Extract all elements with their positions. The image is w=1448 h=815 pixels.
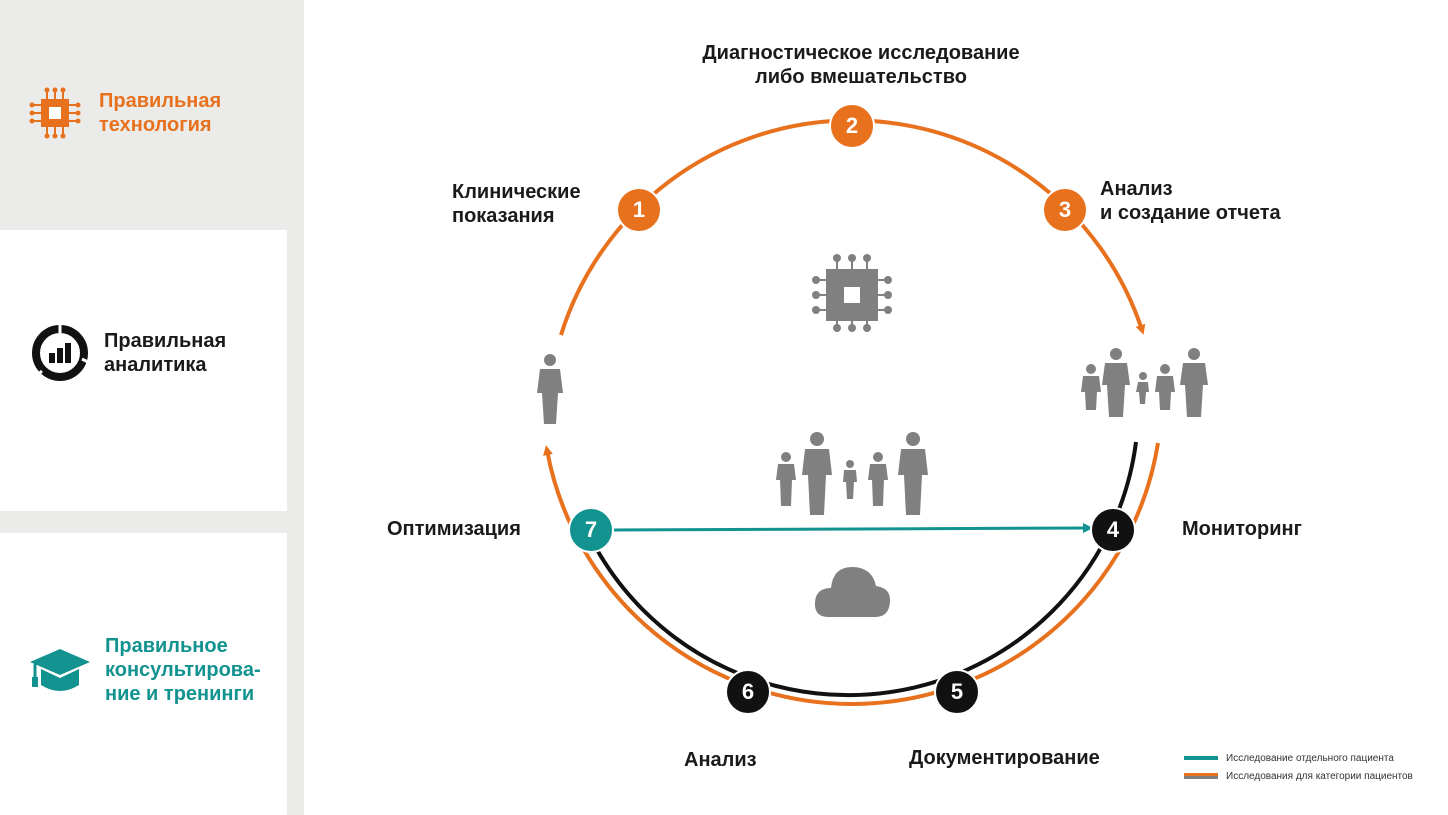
step-node-1: 1 xyxy=(616,187,662,233)
step-node-6: 6 xyxy=(725,669,771,715)
step-label-2: Диагностическое исследование либо вмешат… xyxy=(702,42,1020,88)
step-label-4: Мониторинг xyxy=(1182,518,1302,540)
legend-item-patient-category: Исследования для категории пациентов xyxy=(1184,767,1413,785)
single-patient-icon xyxy=(537,354,563,424)
sidebar-item-technology: Правильная технология xyxy=(29,87,221,139)
step-node-7: 7 xyxy=(568,507,614,553)
cycle-arc-inner xyxy=(594,441,1138,698)
step-label-1: Клинические показания xyxy=(452,181,581,227)
legend-label-patient-category: Исследования для категории пациентов xyxy=(1226,770,1413,782)
teal-arrow xyxy=(613,523,1093,534)
legend-item-single-patient: Исследование отдельного пациента xyxy=(1184,749,1413,767)
step-label-5: Документирование xyxy=(909,747,1100,769)
chip-icon xyxy=(812,254,892,332)
legend: Исследование отдельного пациента Исследо… xyxy=(1184,749,1413,785)
sidebar-item-consulting: Правильное консультирова- ние и тренинги xyxy=(29,634,261,706)
step-label-3: Анализ и создание отчета xyxy=(1100,178,1281,224)
sidebar-item-consulting-label: Правильное консультирова- ние и тренинги xyxy=(105,635,261,705)
step-node-3: 3 xyxy=(1042,187,1088,233)
step-label-6: Анализ xyxy=(684,749,757,771)
legend-swatch-teal xyxy=(1184,756,1218,760)
step-node-2: 2 xyxy=(829,103,875,149)
sidebar-item-analytics-label: Правильная аналитика xyxy=(104,330,227,376)
cloud-icon xyxy=(814,567,891,617)
step-label-7: Оптимизация xyxy=(387,518,521,540)
people-group-icon xyxy=(776,432,928,515)
chip-icon xyxy=(29,87,81,139)
analytics-icon xyxy=(32,325,89,381)
legend-swatch-orange-gray xyxy=(1184,773,1218,779)
people-group-right-icon xyxy=(1081,348,1208,417)
cycle-arc-lower xyxy=(542,442,1160,706)
sidebar-item-technology-label: Правильная технология xyxy=(99,90,222,136)
sidebar-item-analytics: Правильная аналитика xyxy=(30,323,226,383)
step-node-4: 4 xyxy=(1090,507,1136,553)
graduation-cap-icon xyxy=(30,649,90,691)
step-node-5: 5 xyxy=(934,669,980,715)
legend-label-single-patient: Исследование отдельного пациента xyxy=(1226,752,1394,764)
